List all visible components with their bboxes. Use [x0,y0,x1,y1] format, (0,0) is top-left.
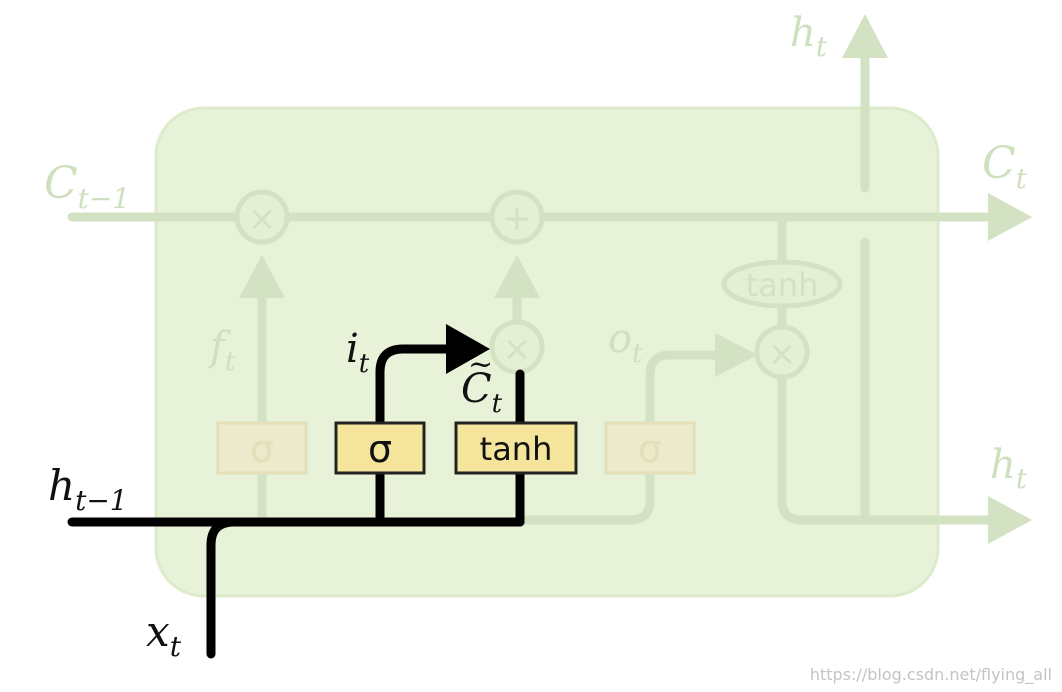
ctilde-mark: ~ [468,347,493,382]
output-mult-symbol: × [768,334,797,374]
x-input-label: xt [146,607,182,663]
h-right-arrowhead [988,496,1032,544]
active-paths [67,344,525,659]
inactive-gate-boxes: σ σ [216,421,696,475]
active-labels: ht−1 xt it Ct ~ [48,326,503,663]
input-sigma-box [334,421,426,475]
c-next-label: Ct [982,138,1028,195]
output-to-h-path [777,370,1000,525]
c-prev-label: Ct−1 [44,158,130,215]
cell-state-arrowhead [988,193,1032,241]
forget-mult-symbol: × [248,199,277,239]
x-input-path [206,517,239,659]
output-mult-arrowhead [715,333,758,377]
add-symbol: + [502,198,532,239]
h-right-label: ht [990,442,1028,495]
add-arrowhead [494,255,540,298]
add-op [489,189,545,245]
cell-tanh-label: tanh [746,266,819,304]
h-top-label: ht [790,10,828,63]
cell-tanh-op [721,259,843,309]
input-gate-path [375,344,457,428]
forget-arrowhead [239,255,285,298]
input-mult-symbol: × [503,329,532,369]
input-gate-arrowhead [446,324,490,374]
forget-mult-op [234,189,290,245]
watermark-text: https://blog.csdn.net/flying_all [810,665,1052,685]
h-top-arrowhead [842,14,888,58]
forget-sigma-label: σ [250,427,274,471]
input-sigma-label: σ [368,427,392,471]
output-sigma-box [604,421,696,475]
output-mult-op [754,324,810,380]
candidate-tanh-box [454,421,578,475]
candidate-tanh-label: tanh [480,430,553,468]
i-gate-label: it [346,326,370,379]
output-sigma-label: σ [638,427,662,471]
o-gate-label: ot [608,316,643,369]
forget-sigma-box [216,421,308,475]
ctilde-label: Ct [461,366,503,419]
inactive-labels: Ct−1 Ct ht ht ft ot [44,10,1028,495]
inactive-arrowheads [239,14,1032,544]
pointwise-operators: × + × × tanh [234,189,843,380]
h-prev-label: ht−1 [48,461,128,517]
active-gate-boxes: σ tanh [334,421,578,475]
